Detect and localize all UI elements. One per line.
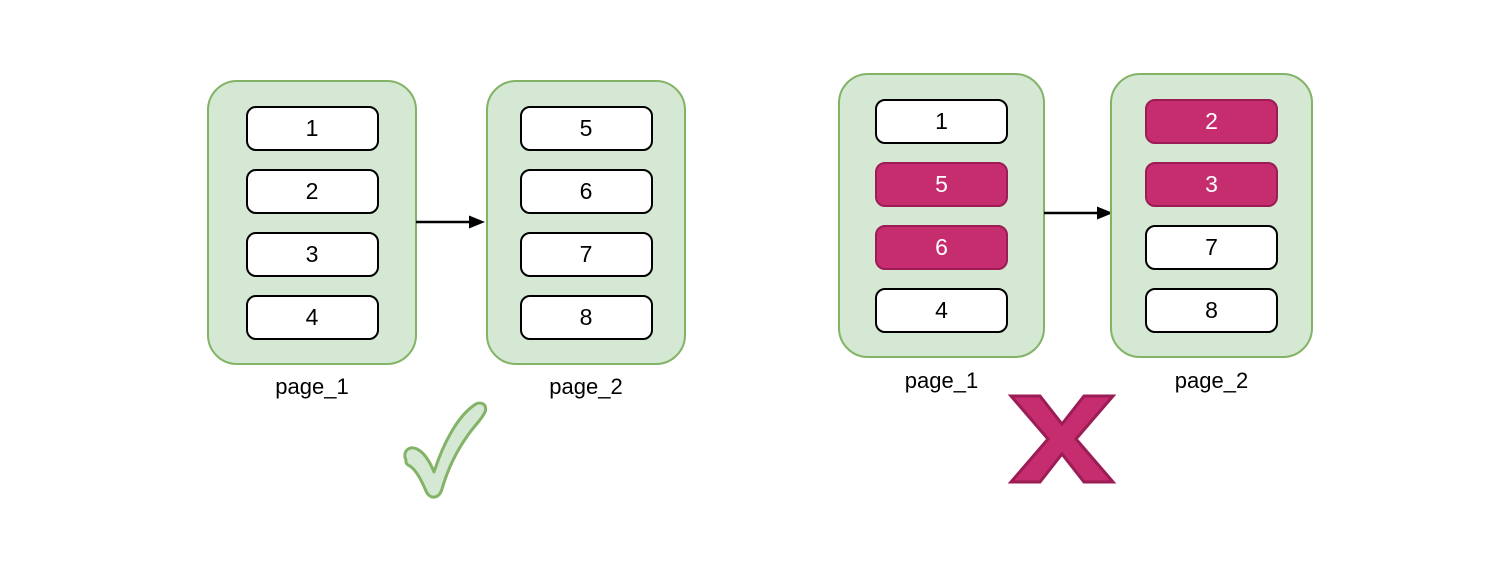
right-arrow-icon [416,215,485,229]
page-label: page_2 [549,374,623,399]
x-icon [1008,394,1116,484]
page-item: 8 [1145,287,1278,333]
page-label: page_2 [1174,368,1249,393]
page-item: 4 [875,287,1008,333]
page-item: 1 [245,105,379,151]
page-item: 6 [519,168,653,214]
page-item: 2 [245,168,379,214]
page-item: 7 [519,231,653,277]
page-item: 6 [875,224,1008,270]
page-item: 3 [1145,161,1278,207]
page-label: page_1 [275,374,349,399]
right-arrow-icon [1044,206,1113,220]
page-item: 5 [519,105,653,151]
page-container: 1 5 6 4 [838,73,1045,358]
page-container: 5 6 7 8 [486,80,686,365]
page-item: 2 [1145,98,1278,144]
page-item: 8 [519,294,653,340]
page-item: 4 [245,294,379,340]
page-item: 5 [875,161,1008,207]
page-container: 2 3 7 8 [1110,73,1313,358]
page-label: page_1 [904,368,979,393]
checkmark-icon [403,401,488,499]
page-item: 1 [875,98,1008,144]
page-item: 3 [245,231,379,277]
page-item: 7 [1145,224,1278,270]
page-container: 1 2 3 4 [207,80,417,365]
